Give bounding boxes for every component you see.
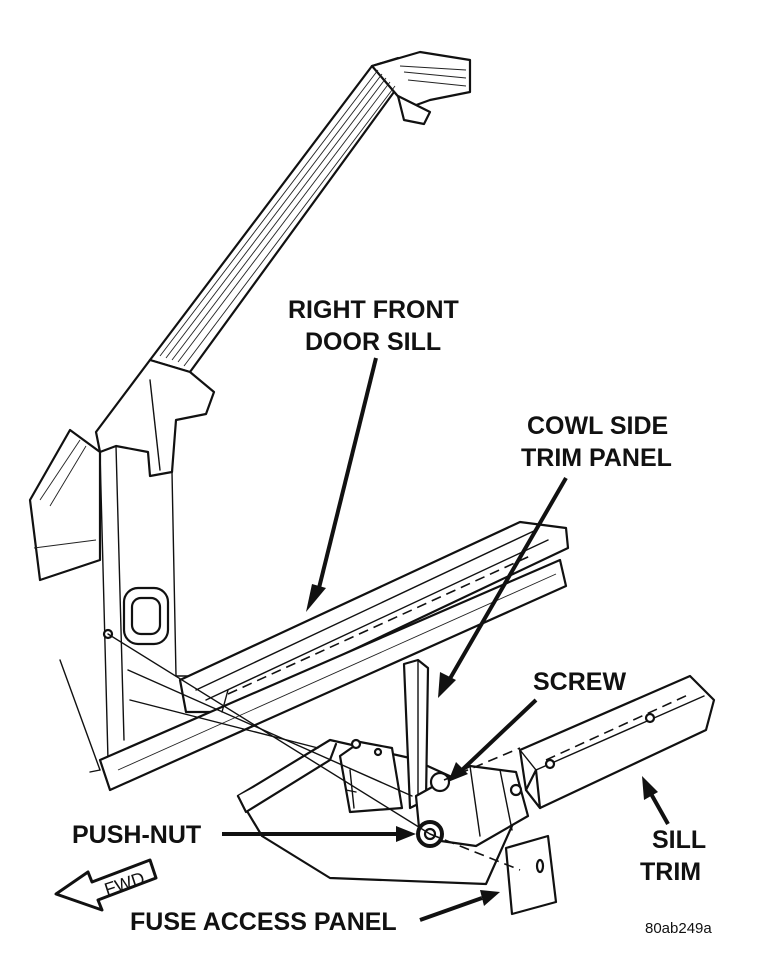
- fuse-access-panel-label: FUSE ACCESS PANEL: [130, 908, 397, 936]
- cowl-panel-label-line2: TRIM PANEL: [521, 444, 672, 472]
- push-nut-part: [416, 820, 444, 848]
- alignment-lines: [107, 633, 521, 871]
- push-nut-label: PUSH-NUT: [72, 821, 201, 849]
- fuse-access-panel-part: [504, 834, 558, 916]
- door-sill-label-line2: DOOR SILL: [305, 328, 441, 356]
- screw-label: SCREW: [533, 668, 626, 696]
- sill-trim-leader: [642, 776, 670, 825]
- cowl-panel-label-line1: COWL SIDE: [527, 412, 668, 440]
- screw-leader: [448, 698, 538, 782]
- fwd-label: FWD: [102, 868, 147, 900]
- cowl-structure: [28, 358, 223, 773]
- cowl-panel-leader: [438, 476, 568, 698]
- push-nut-leader: [222, 826, 416, 842]
- forward-arrow-icon: FWD: [54, 858, 158, 912]
- door-sill-label-line1: RIGHT FRONT: [288, 296, 459, 324]
- cowl-side-trim-panel: [236, 658, 530, 886]
- a-pillar: [148, 50, 472, 374]
- sill-trim-part: [518, 674, 716, 810]
- sill-trim-label-line1: SILL: [652, 826, 706, 854]
- sill-trim-label-line2: TRIM: [640, 858, 701, 886]
- fuse-panel-leader: [419, 890, 500, 922]
- door-sill: [98, 520, 570, 792]
- figure-code-label: 80ab249a: [645, 920, 712, 937]
- door-sill-leader: [306, 357, 378, 612]
